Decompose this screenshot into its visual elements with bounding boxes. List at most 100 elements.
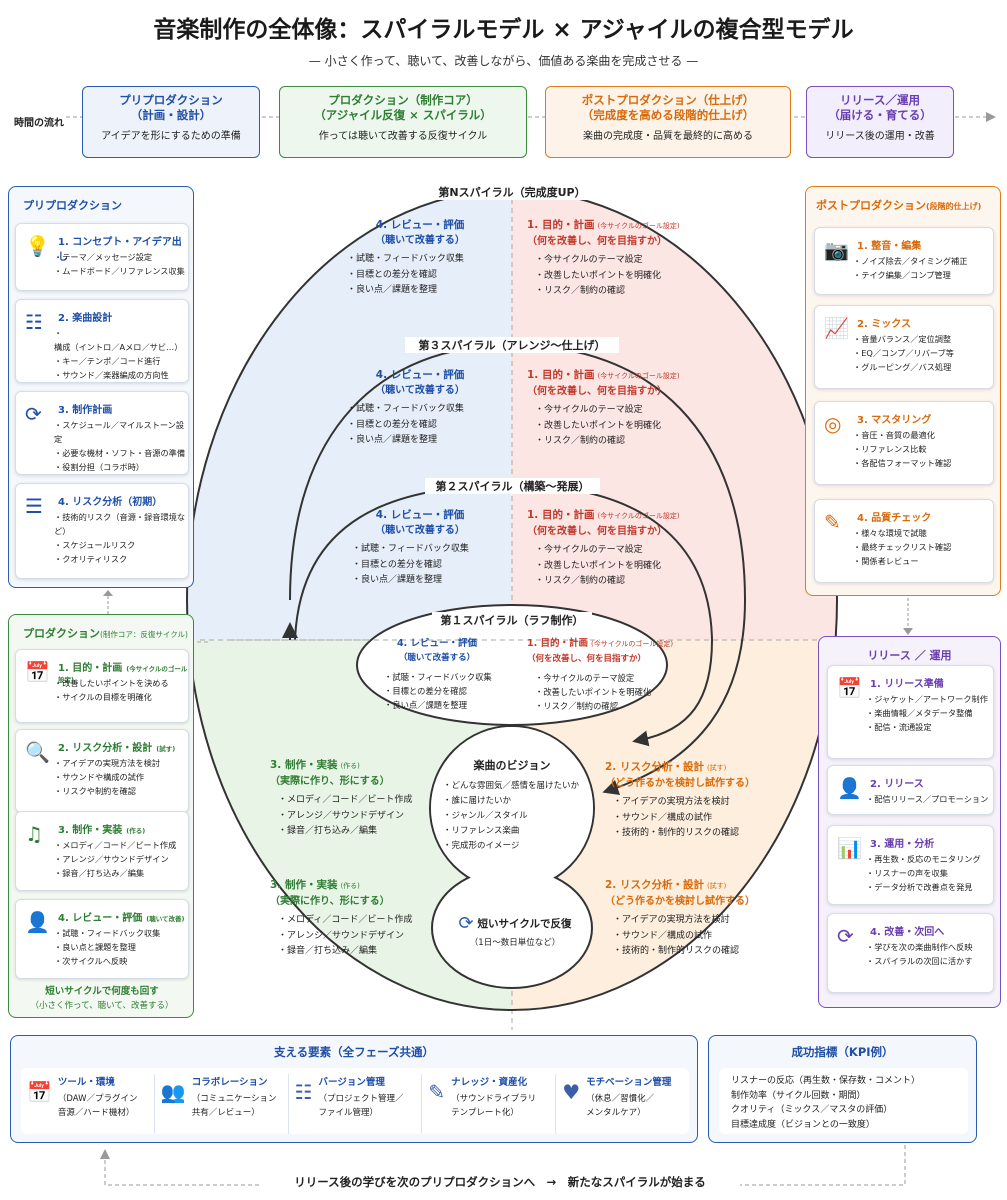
list-item: 試聴・フィードバック収集 [347, 402, 505, 418]
support-item: ✎ナレッジ・資産化（サウンドライブラリ テンプレート化） [422, 1074, 557, 1134]
down-arrow-icon [903, 598, 913, 635]
step-items: ジャケット／アートワーク制作楽曲情報／メタデータ整備配信・流通設定 [866, 692, 988, 734]
step-items: メロディ／コード／ビート作成アレンジ／サウンドデザイン録音／打ち込み／編集 [54, 838, 176, 880]
time-flow-label: 時間の流れ [14, 118, 64, 129]
phase-release: リリース／運用 （届ける・育てる） リリース後の運用・改善 [806, 86, 954, 158]
support-item-title: バージョン管理 [318, 1077, 385, 1088]
phase-desc: リリース後の運用・改善 [825, 131, 935, 142]
plan-subtitle: （何を改善し、何を目指すか） [527, 236, 667, 247]
up-arrow-icon [103, 590, 113, 614]
support-item: ♥モチベーション管理（休息／習慣化／ メンタルケア） [556, 1074, 689, 1134]
step-item: データ分析で改善点を発見 [866, 880, 981, 894]
step-items: テーマ／メッセージ設定ムードボード／リファレンス収集 [54, 250, 185, 278]
step-item: 試聴・フィードバック収集 [54, 926, 160, 940]
step-card: 👤2. リリース配信リリース／プロモーション [827, 765, 994, 815]
list-item: メロディ／コード／ビート作成 [278, 913, 430, 929]
step-items: 試聴・フィードバック収集良い点と課題を整理次サイクルへ反映 [54, 926, 160, 968]
step-item: リスクや制約を確認 [54, 784, 160, 798]
list-item: 良い点／課題を整理 [347, 283, 505, 299]
collaboration-icon: 👥 [160, 1080, 186, 1104]
list-item: 目標との差分を確認 [347, 268, 505, 284]
step-title: 4. 品質チェック [857, 513, 932, 524]
kpi-list: リスナーの反応（再生数・保存数・コメント）制作効率（サイクル回数・期間）クオリテ… [719, 1068, 968, 1134]
step-item: 各配信フォーマット確認 [853, 456, 951, 470]
vision-item: ジャンル／スタイル [443, 809, 589, 824]
step-item: 改善したいポイントを決める [54, 676, 168, 690]
phase-preproduction: プリプロダクション （計画・設計） アイデアを形にするための準備 [82, 86, 260, 158]
panel-subtitle: (制作コア：反復サイクル) [100, 630, 188, 639]
list-item: アイデアの実現方法を検討 [613, 913, 775, 929]
phase-title: プリプロダクション [119, 93, 223, 107]
vision-item: 誰に届けたいか [443, 794, 589, 809]
review-block: 4. レビュー・評価（聴いて改善する）試聴・フィードバック収集目標との差分を確認… [372, 636, 502, 712]
list-item: 目標との差分を確認 [347, 418, 505, 434]
step-item: 必要な機材・ソフト・音源の準備 [54, 446, 188, 460]
kpi-item: リスナーの反応（再生数・保存数・コメント） [731, 1076, 921, 1086]
step-card: ♫3. 制作・実装(作る)メロディ／コード／ビート作成アレンジ／サウンドデザイン… [15, 811, 189, 891]
step-title: 4. リスク分析（初期） [58, 497, 163, 508]
review-list: 試聴・フィードバック収集目標との差分を確認良い点／課題を整理 [384, 670, 502, 712]
list-item: 今サイクルのテーマ設定 [535, 543, 687, 559]
step-title: 2. リスク分析・設計(試す) [58, 743, 176, 754]
support-item-desc: （サウンドライブラリ テンプレート化） [451, 1094, 537, 1118]
step-items: 配信リリース／プロモーション [866, 792, 988, 806]
review-title: 4. レビュー・評価 [375, 509, 465, 521]
review-subtitle: （聴いて改善する） [375, 525, 465, 536]
support-item-desc: （プロジェクト管理／ ファイル管理） [318, 1094, 404, 1118]
step-item: 音圧・音質の最適化 [853, 428, 951, 442]
quality-check-icon: ✎ [824, 510, 841, 534]
release-calendar-icon: 📅 [837, 676, 862, 700]
step-items: 技術的リスク（音源・録音環境など）スケジュールリスククオリティリスク [54, 510, 188, 566]
plan-list: 今サイクルのテーマ設定改善したいポイントを明確化リスク／制約の確認 [535, 671, 677, 713]
plan-title: 1. 目的・計画(今サイクルのゴール設定) [527, 509, 680, 521]
step-item: スパイラルの次回に活かす [866, 954, 972, 968]
step-item: 配信リリース／プロモーション [866, 792, 988, 806]
short-cycle-subtitle: （1日〜数日単位など） [469, 938, 561, 948]
review-title: 4. レビュー・評価 [396, 638, 478, 649]
right-release-panel: リリース ／ 運用 📅1. リリース準備ジャケット／アートワーク制作楽曲情報／メ… [818, 636, 1001, 1008]
analytics-icon: 📊 [837, 836, 862, 860]
step-item: 配信・流通設定 [866, 720, 988, 734]
phase-postproduction: ポストプロダクション（仕上げ） （完成度を高める段階的仕上げ） 楽曲の完成度・品… [545, 86, 791, 158]
disc-icon: ◎ [824, 412, 842, 436]
step-title: 2. リリース [870, 779, 924, 790]
phase-subtitle: （完成度を高める段階的仕上げ） [581, 108, 755, 122]
impl-subtitle: （実際に作り、形にする） [270, 776, 390, 787]
step-item: 役割分担（コラボ時） [54, 460, 188, 474]
list-item: アレンジ／サウンドデザイン [278, 809, 430, 825]
step-card: 📊3. 運用・分析再生数・反応のモニタリングリスナーの声を収集データ分析で改善点… [827, 825, 994, 905]
panel-title: リリース ／ 運用 [867, 649, 952, 662]
phase-title: リリース／運用 [840, 93, 920, 107]
step-item: 関係者レビュー [853, 554, 951, 568]
version-icon: ☷ [294, 1080, 313, 1104]
music-note-icon: ♫ [25, 822, 43, 846]
spiral-3-label: 第３スパイラル（アレンジ〜仕上げ） [405, 337, 619, 353]
support-item-title: モチベーション管理 [586, 1077, 672, 1088]
impl-list: メロディ／コード／ビート作成アレンジ／サウンドデザイン録音／打ち込み／編集 [278, 793, 430, 840]
step-item: グルーピング／バス処理 [853, 360, 954, 374]
plan-list: 今サイクルのテーマ設定改善したいポイントを明確化リスク／制約の確認 [535, 253, 697, 300]
step-items: 学びを次の楽曲制作へ反映スパイラルの次回に活かす [866, 940, 972, 968]
step-item: ムードボード／リファレンス収集 [54, 264, 185, 278]
phase-subtitle: （届ける・育てる） [828, 108, 932, 122]
risk-list-icon: ☰ [25, 494, 43, 518]
step-item: 再生数・反応のモニタリング [866, 852, 980, 866]
step-item: リスナーの声を収集 [866, 866, 981, 880]
phase-desc: アイデアを形にするための準備 [101, 131, 241, 142]
step-title: 3. マスタリング [857, 415, 932, 426]
review-subtitle: （聴いて改善する） [375, 385, 465, 396]
review-block: 4. レビュー・評価（聴いて改善する）試聴・フィードバック収集目標との差分を確認… [335, 218, 505, 299]
step-item: リファレンス比較 [853, 442, 951, 456]
support-title: 支える要素（全フェーズ共通） [273, 1045, 435, 1059]
list-item: 試聴・フィードバック収集 [384, 670, 502, 684]
plan-title: 1. 目的・計画(今サイクルのゴール設定) [527, 219, 680, 231]
list-item: アレンジ／サウンドデザイン [278, 929, 430, 945]
short-cycle-block: ⟳ 短いサイクルで反復 （1日〜数日単位など） [450, 913, 580, 948]
list-item: 目標との差分を確認 [352, 558, 500, 574]
support-item-desc: （コミュニケーション 共有／レビュー） [191, 1094, 277, 1118]
list-item: 録音／打ち込み／編集 [278, 824, 430, 840]
list-item: 良い点／課題を整理 [384, 698, 502, 712]
step-card: ✎4. 品質チェック様々な環境で試聴最終チェックリスト確認関係者レビュー [814, 499, 994, 583]
kpi-panel: 成功指標（KPI例） リスナーの反応（再生数・保存数・コメント）制作効率（サイク… [708, 1035, 977, 1143]
review-list: 試聴・フィードバック収集目標との差分を確認良い点／課題を整理 [347, 402, 505, 449]
